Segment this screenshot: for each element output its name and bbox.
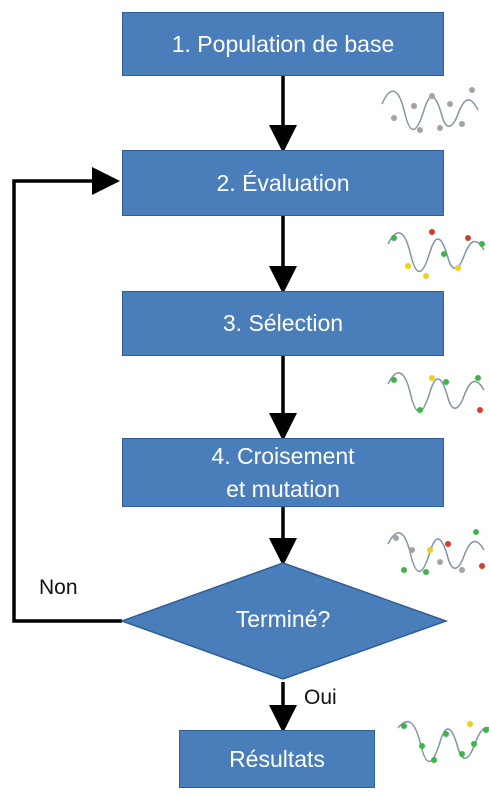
branch-no-label: Non xyxy=(39,576,78,599)
branch-yes-label: Oui xyxy=(304,686,337,709)
decision-diamond xyxy=(119,562,449,680)
step-crossover-line2: et mutation xyxy=(226,475,340,502)
step-selection-label: 3. Sélection xyxy=(222,310,344,337)
step-evaluation: 2. Évaluation xyxy=(122,150,444,216)
decision-label: Terminé? xyxy=(235,606,331,632)
step-results-label: Résultats xyxy=(229,745,325,772)
thumbnail-population xyxy=(381,87,479,133)
step-evaluation-label: 2. Évaluation xyxy=(216,169,350,196)
step-population: 1. Population de base xyxy=(122,12,444,76)
step-crossover-mutation: 4. Croisement et mutation xyxy=(122,438,444,507)
step-population-label: 1. Population de base xyxy=(171,30,395,57)
step-crossover-line1: 4. Croisement xyxy=(211,442,355,469)
loop-back-arrow xyxy=(12,167,122,623)
thumbnail-crossover xyxy=(387,529,485,575)
step-selection: 3. Sélection xyxy=(122,291,444,356)
step-results: Résultats xyxy=(179,730,375,788)
thumbnail-results xyxy=(397,720,489,763)
thumbnail-selection xyxy=(387,372,485,413)
thumbnail-evaluation xyxy=(387,229,485,279)
